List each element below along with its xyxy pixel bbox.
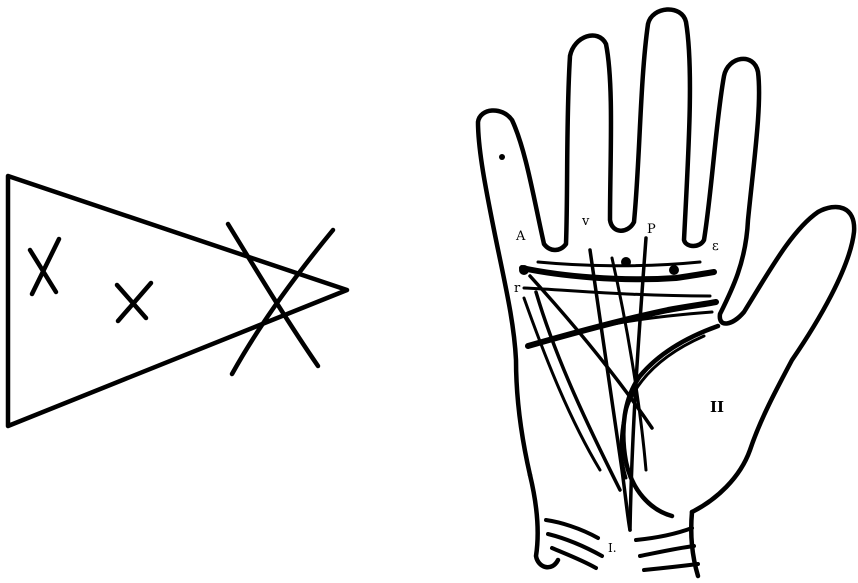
triangle-outline bbox=[8, 176, 347, 426]
heart-line bbox=[522, 268, 714, 279]
cross-mark-2 bbox=[117, 283, 151, 321]
label-ii: II bbox=[710, 398, 724, 416]
apex-cross bbox=[228, 224, 333, 374]
hand-outline bbox=[478, 9, 854, 512]
label-a: A bbox=[515, 229, 526, 244]
label-e: ε bbox=[712, 239, 719, 254]
mark-dot-1 bbox=[621, 257, 631, 267]
label-v: v bbox=[581, 214, 590, 229]
hand-diagram: A v P ε r II I. bbox=[478, 9, 854, 576]
cross-mark-1 bbox=[30, 239, 59, 294]
mark-dot-4 bbox=[499, 154, 505, 160]
triangle-diagram bbox=[8, 176, 347, 426]
wrist-lines bbox=[530, 475, 698, 576]
mark-dot-2 bbox=[669, 265, 679, 275]
label-r: r bbox=[514, 281, 521, 296]
mark-dot-3 bbox=[519, 265, 529, 275]
label-p: P bbox=[647, 222, 656, 237]
label-i: I. bbox=[608, 541, 617, 555]
